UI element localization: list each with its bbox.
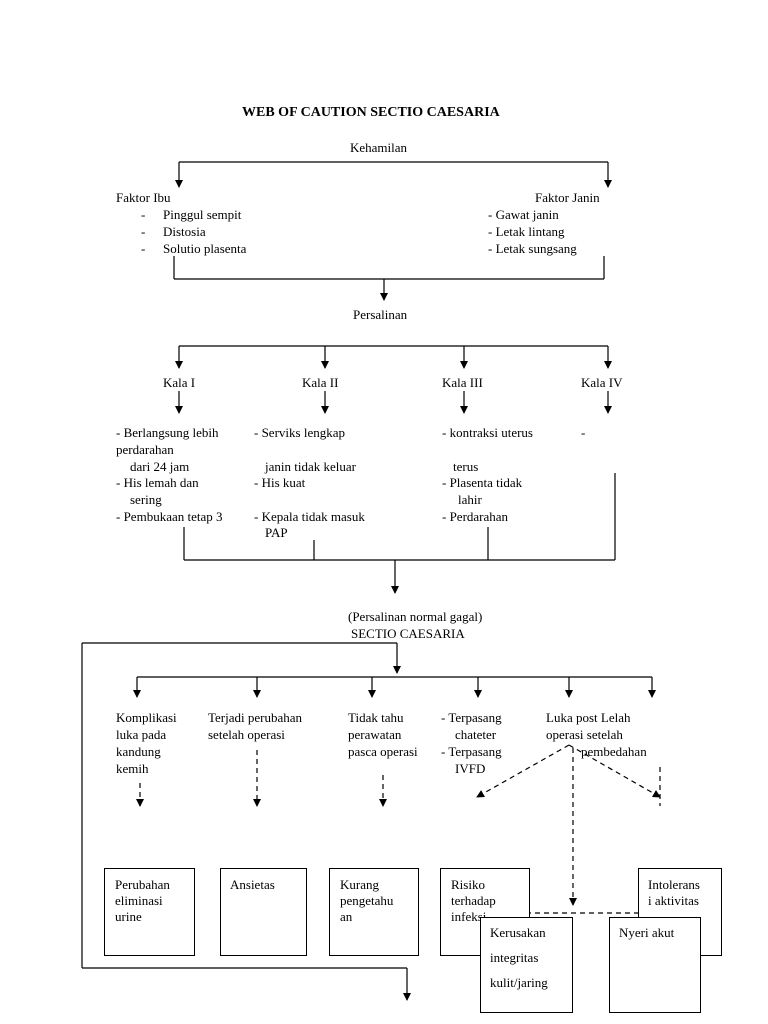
effect-luka-post-line: operasi setelah bbox=[546, 727, 623, 742]
box-intoleransi-line: Intolerans bbox=[648, 877, 700, 892]
kala1-line: perdarahan bbox=[116, 442, 174, 457]
node-kala-4: Kala IV bbox=[581, 375, 623, 390]
box-eliminasi-line: urine bbox=[115, 909, 142, 924]
kala3-line: terus bbox=[453, 459, 479, 474]
node-faktor-ibu: Faktor Ibu bbox=[116, 190, 171, 205]
kala2-line: - Serviks lengkap bbox=[254, 425, 345, 440]
box-kurang-line: Kurang bbox=[340, 877, 379, 892]
box-kurang-pengetahuan: Kurang pengetahu an bbox=[329, 868, 419, 956]
box-kerusakan-integritas: Kerusakan integritas kulit/jaring bbox=[480, 917, 573, 1013]
kala1-line: - Pembukaan tetap 3 bbox=[116, 509, 223, 524]
box-kurang-line: an bbox=[340, 909, 353, 924]
faktor-janin-item: - Gawat janin bbox=[488, 207, 559, 222]
kala2-line: PAP bbox=[265, 525, 288, 540]
box-perubahan-eliminasi: Perubahan eliminasi urine bbox=[104, 868, 195, 956]
kala3-line: - Plasenta tidak bbox=[442, 475, 523, 490]
box-ansietas-label: Ansietas bbox=[230, 877, 275, 892]
node-faktor-janin: Faktor Janin bbox=[535, 190, 600, 205]
effect-terpasang-line: IVFD bbox=[455, 761, 486, 776]
box-kerusakan-line: integritas bbox=[490, 950, 539, 965]
bullet-dash: - bbox=[141, 207, 146, 222]
faktor-janin-item: - Letak lintang bbox=[488, 224, 565, 239]
effect-komplikasi-line: Komplikasi bbox=[116, 710, 177, 725]
kala4-line: - bbox=[581, 425, 586, 440]
node-sectio-caesaria: SECTIO CAESARIA bbox=[351, 626, 465, 641]
effect-luka-post-line: pembedahan bbox=[581, 744, 647, 759]
node-persalinan-gagal: (Persalinan normal gagal) bbox=[348, 609, 483, 624]
node-persalinan: Persalinan bbox=[353, 307, 408, 322]
node-kala-1: Kala I bbox=[163, 375, 196, 390]
effect-komplikasi-line: kemih bbox=[116, 761, 149, 776]
box-kurang-line: pengetahu bbox=[340, 893, 394, 908]
kala3-line: - kontraksi uterus bbox=[442, 425, 533, 440]
effect-perubahan-line: setelah operasi bbox=[208, 727, 285, 742]
box-nyeri-label: Nyeri akut bbox=[619, 925, 675, 940]
box-kerusakan-line: Kerusakan bbox=[490, 925, 546, 940]
box-intoleransi-line: i aktivitas bbox=[648, 893, 699, 908]
bullet-dash: - bbox=[141, 241, 146, 256]
node-kehamilan: Kehamilan bbox=[350, 140, 408, 155]
node-kala-3: Kala III bbox=[442, 375, 483, 390]
effect-luka-post-line: Luka post Lelah bbox=[546, 710, 631, 725]
box-risiko-line: Risiko bbox=[451, 877, 485, 892]
kala2-line: - Kepala tidak masuk bbox=[254, 509, 365, 524]
kala1-line: - Berlangsung lebih bbox=[116, 425, 219, 440]
effect-tidak-tahu-line: pasca operasi bbox=[348, 744, 418, 759]
kala3-line: - Perdarahan bbox=[442, 509, 509, 524]
kala3-line: lahir bbox=[458, 492, 482, 507]
faktor-ibu-item: Solutio plasenta bbox=[163, 241, 247, 256]
box-risiko-line: terhadap bbox=[451, 893, 496, 908]
effect-komplikasi-line: luka pada bbox=[116, 727, 167, 742]
box-risiko-line: infeksi bbox=[451, 909, 487, 924]
box-ansietas: Ansietas bbox=[220, 868, 307, 956]
box-eliminasi-line: eliminasi bbox=[115, 893, 163, 908]
bullet-dash: - bbox=[141, 224, 146, 239]
faktor-ibu-item: Pinggul sempit bbox=[163, 207, 242, 222]
faktor-janin-item: - Letak sungsang bbox=[488, 241, 577, 256]
box-kerusakan-line: kulit/jaring bbox=[490, 975, 548, 990]
effect-terpasang-line: chateter bbox=[455, 727, 497, 742]
effect-komplikasi-line: kandung bbox=[116, 744, 161, 759]
kala1-line: - His lemah dan bbox=[116, 475, 199, 490]
kala1-line: sering bbox=[130, 492, 162, 507]
effect-terpasang-line: - Terpasang bbox=[441, 744, 502, 759]
node-kala-2: Kala II bbox=[302, 375, 339, 390]
box-eliminasi-line: Perubahan bbox=[115, 877, 170, 892]
effect-tidak-tahu-line: perawatan bbox=[348, 727, 402, 742]
faktor-ibu-item: Distosia bbox=[163, 224, 206, 239]
effect-perubahan-line: Terjadi perubahan bbox=[208, 710, 303, 725]
box-nyeri-akut: Nyeri akut bbox=[609, 917, 701, 1013]
kala2-line: - His kuat bbox=[254, 475, 306, 490]
diagram-title: WEB OF CAUTION SECTIO CAESARIA bbox=[242, 105, 500, 120]
kala2-line: janin tidak keluar bbox=[265, 459, 356, 474]
effect-tidak-tahu-line: Tidak tahu bbox=[348, 710, 404, 725]
kala1-line: dari 24 jam bbox=[130, 459, 190, 474]
effect-terpasang-line: - Terpasang bbox=[441, 710, 502, 725]
